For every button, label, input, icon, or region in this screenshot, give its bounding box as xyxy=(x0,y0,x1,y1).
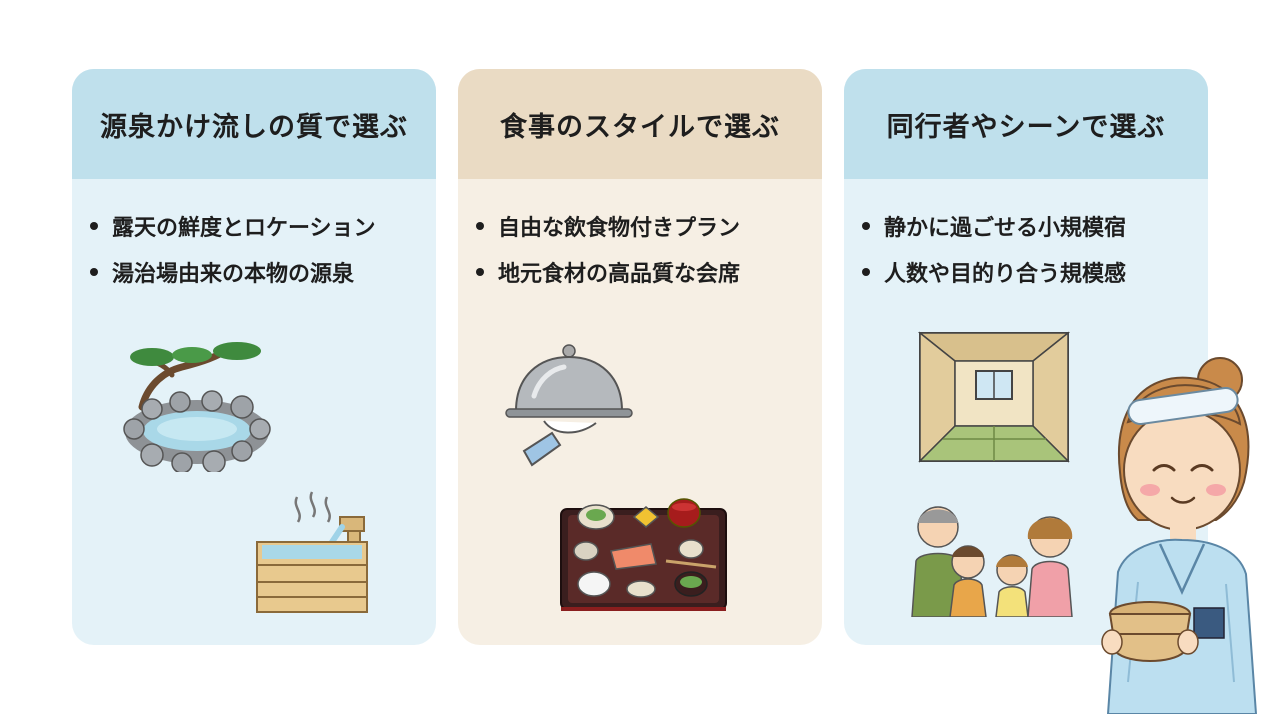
bullet-icon xyxy=(476,268,484,276)
list-item: 地元食材の高品質な会席 xyxy=(476,249,822,295)
bullet-icon xyxy=(476,222,484,230)
bullet-list: 自由な飲食物付きプラン 地元食材の高品質な会席 xyxy=(458,179,822,295)
card-meal-style: 食事のスタイルで選ぶ 自由な飲食物付きプラン 地元食材の高品質な会席 xyxy=(458,69,822,645)
bullet-icon xyxy=(90,222,98,230)
open-air-onsen-illustration xyxy=(123,342,271,472)
bullet-icon xyxy=(862,222,870,230)
card-title: 同行者やシーンで選ぶ xyxy=(844,69,1208,179)
wooden-bath-illustration xyxy=(256,491,368,613)
bullet-icon xyxy=(90,268,98,276)
card-title: 食事のスタイルで選ぶ xyxy=(458,69,822,179)
card-companion-scene: 同行者やシーンで選ぶ 静かに過ごせる小規模宿 人数や目的り合う規模感 xyxy=(844,69,1208,645)
list-item: 静かに過ごせる小規模宿 xyxy=(862,203,1208,249)
bullet-list: 静かに過ごせる小規模宿 人数や目的り合う規模感 xyxy=(844,179,1208,295)
list-item: 露天の鮮度とロケーション xyxy=(90,203,436,249)
tatami-room-illustration xyxy=(918,331,1070,463)
list-item: 自由な飲食物付きプラン xyxy=(476,203,822,249)
card-onsen-quality: 源泉かけ流しの質で選ぶ 露天の鮮度とロケーション 湯治場由来の本物の源泉 xyxy=(72,69,436,645)
bullet-list: 露天の鮮度とロケーション 湯治場由来の本物の源泉 xyxy=(72,179,436,295)
list-item: 湯治場由来の本物の源泉 xyxy=(90,249,436,295)
list-item: 人数や目的り合う規模感 xyxy=(862,249,1208,295)
card-title: 源泉かけ流しの質で選ぶ xyxy=(72,69,436,179)
bullet-icon xyxy=(862,268,870,276)
cloche-serving-illustration xyxy=(505,344,633,467)
onsen-staff-woman-illustration xyxy=(1101,357,1258,714)
family-group-illustration xyxy=(911,506,1073,617)
kaiseki-tray-illustration xyxy=(560,498,727,611)
